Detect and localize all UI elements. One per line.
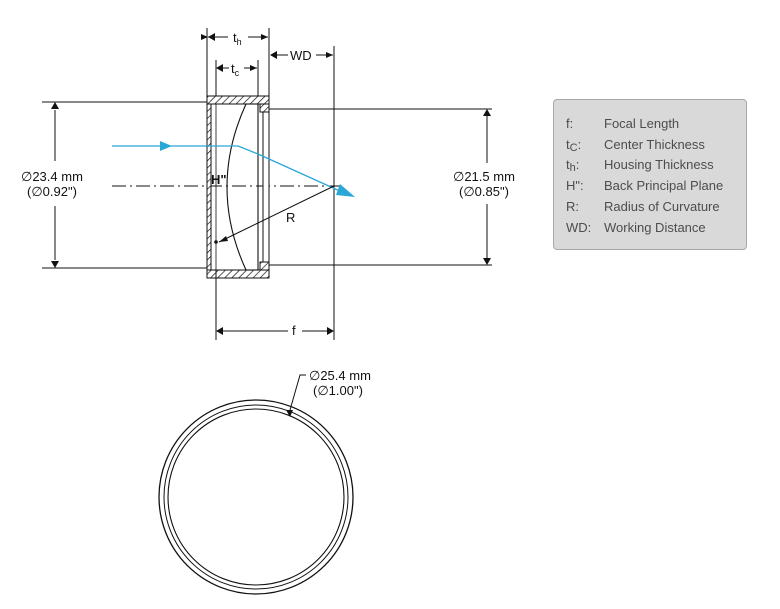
legend-key: tC: <box>566 137 582 154</box>
light-ray <box>112 141 355 197</box>
outer-diameter-leader <box>289 374 306 411</box>
legend-key: WD: <box>566 220 592 235</box>
principal-plane-label: H" <box>211 172 227 187</box>
left-diameter-mm: ∅23.4 mm <box>21 169 83 184</box>
legend-value: Working Distance <box>604 220 706 235</box>
outer-diameter-in: (∅1.00") <box>313 383 363 398</box>
radius-line <box>218 185 335 243</box>
right-diameter-in: (∅0.85") <box>459 184 509 199</box>
focal-length-label: f <box>292 323 296 338</box>
legend-key: R: <box>566 199 579 214</box>
legend: f: Focal Length tC: Center Thickness th:… <box>553 99 747 250</box>
legend-value: Housing Thickness <box>604 157 714 172</box>
tc-label: tc <box>231 61 240 78</box>
focal-length-dimension <box>215 270 327 340</box>
legend-value: Center Thickness <box>604 137 705 152</box>
left-diameter-in: (∅0.92") <box>27 184 77 199</box>
radius-label: R <box>286 210 295 225</box>
radius-vertex <box>214 240 218 244</box>
legend-key: th: <box>566 157 580 174</box>
lens-housing <box>206 95 270 279</box>
left-diameter-dimension <box>42 101 207 269</box>
right-diameter-dimension <box>268 108 492 266</box>
front-view <box>158 399 354 595</box>
working-distance-dimension <box>276 46 335 340</box>
outer-diameter-mm: ∅25.4 mm <box>309 368 371 383</box>
center-thickness-dimension <box>215 60 259 96</box>
lens-element <box>215 103 259 271</box>
th-label: th <box>233 30 242 47</box>
legend-value: Radius of Curvature <box>604 199 720 214</box>
right-diameter-mm: ∅21.5 mm <box>453 169 515 184</box>
legend-key: H": <box>566 178 584 193</box>
legend-value: Back Principal Plane <box>604 178 724 193</box>
legend-value: Focal Length <box>604 116 680 131</box>
wd-label: WD <box>290 48 312 63</box>
legend-key: f: <box>566 116 574 131</box>
